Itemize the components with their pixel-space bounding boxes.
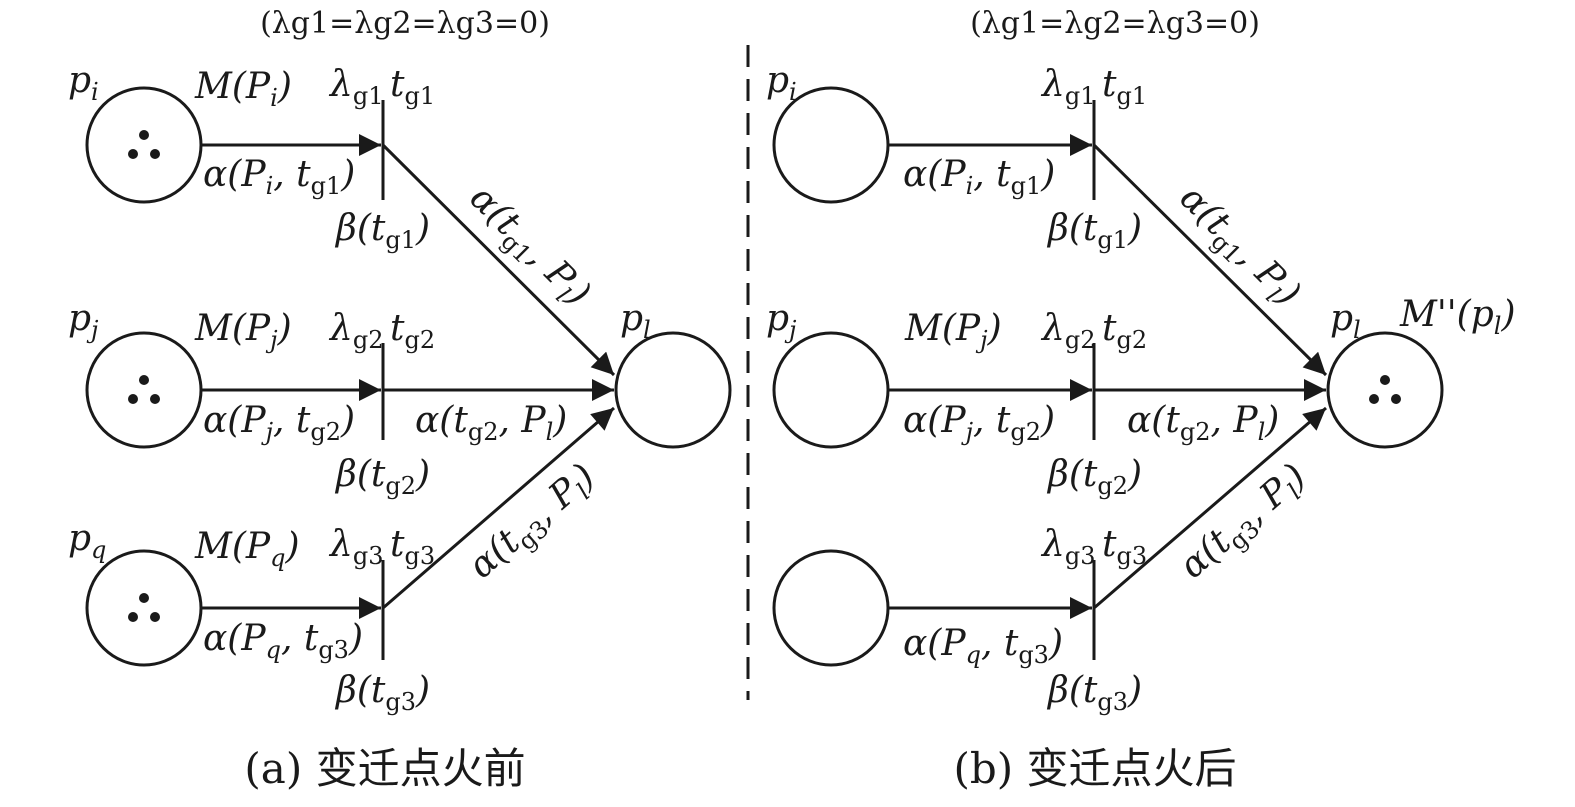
arc-label-pj-tg2: α(Pj, tg2): [903, 400, 1055, 446]
marking-pj: M(Pj): [194, 308, 292, 354]
marking-pl-after: M''(pl): [1399, 294, 1515, 340]
token: [150, 149, 160, 159]
beta-tg2-label: β(tg2): [334, 454, 430, 500]
token: [150, 612, 160, 622]
arc-label-tg2-pl: α(tg2, Pl): [415, 400, 567, 446]
place-pj-circle: [85, 331, 203, 449]
place-pl-label: pl: [620, 298, 651, 344]
marking-pj: M(Pj): [904, 308, 1002, 354]
arc-tg1-to-pl: [381, 143, 616, 377]
lambda-g3-label: λg3: [1040, 524, 1095, 570]
place-pl-label: pl: [1330, 298, 1361, 344]
tokens-pl: [1369, 375, 1401, 404]
transition-tg2-label: tg2: [390, 308, 435, 354]
token: [1391, 394, 1401, 404]
arc-label-pq-tg3: α(Pq, tg3): [903, 623, 1063, 669]
marking-pq: M(Pq): [194, 526, 300, 572]
place-pl-circle: [1326, 331, 1444, 449]
arc-tg1-to-pl: [1092, 143, 1328, 377]
lambda-g2-label: λg2: [1040, 308, 1095, 354]
beta-tg1-label: β(tg1): [1046, 208, 1142, 254]
arc-label-pq-tg3: α(Pq, tg3): [203, 618, 363, 664]
arc-label-pi-tg1: α(Pi, tg1): [903, 154, 1055, 200]
token: [139, 130, 149, 140]
arc-label-tg1-pl: α(tg1, Pl): [458, 177, 598, 317]
arc-label-pj-tg2: α(Pj, tg2): [203, 400, 355, 446]
place-pl-circle: [614, 331, 732, 449]
transition-tg1-label: tg1: [1102, 64, 1147, 110]
panel-before-firing: (λg1=λg2=λg3=0): [68, 6, 732, 793]
place-pj-label: pj: [68, 298, 99, 344]
arc-tg3-to-pl: [382, 406, 615, 610]
marking-pi: M(Pi): [194, 66, 292, 112]
lambda-g1-label: λg1: [328, 64, 383, 110]
tokens-pi: [128, 130, 160, 159]
arc-label-tg2-pl: α(tg2, Pl): [1127, 400, 1279, 446]
place-pq-circle: [772, 549, 890, 667]
place-pq-label: pq: [68, 518, 106, 564]
firing-condition-note: (λg1=λg2=λg3=0): [260, 6, 550, 41]
arc-tg3-to-pl: [1093, 406, 1327, 610]
transition-tg3-label: tg3: [390, 524, 435, 570]
transition-tg2-label: tg2: [1102, 308, 1147, 354]
caption-before: (a) 变迁点火前: [244, 744, 525, 793]
place-pi-label: pi: [68, 60, 99, 106]
beta-tg1-label: β(tg1): [334, 208, 430, 254]
place-pj-label: pj: [766, 298, 797, 344]
place-pj-circle: [772, 331, 890, 449]
token: [128, 149, 138, 159]
token: [128, 612, 138, 622]
place-pi-label: pi: [766, 60, 797, 106]
caption-after: (b) 变迁点火后: [953, 744, 1236, 793]
panel-after-firing: (λg1=λg2=λg3=0) pi pj pl M(Pj) M''(pl) λ…: [766, 6, 1515, 793]
tokens-pj: [128, 375, 160, 404]
place-pi-circle: [85, 86, 203, 204]
lambda-g3-label: λg3: [328, 524, 383, 570]
arc-label-pi-tg1: α(Pi, tg1): [203, 154, 355, 200]
lambda-g2-label: λg2: [328, 308, 383, 354]
token: [150, 394, 160, 404]
lambda-g1-label: λg1: [1040, 64, 1095, 110]
token: [128, 394, 138, 404]
beta-tg3-label: β(tg3): [334, 670, 430, 716]
token: [1369, 394, 1379, 404]
transition-tg3-label: tg3: [1102, 524, 1147, 570]
firing-condition-note: (λg1=λg2=λg3=0): [970, 6, 1260, 41]
token: [1380, 375, 1390, 385]
transition-tg1-label: tg1: [390, 64, 435, 110]
beta-tg2-label: β(tg2): [1046, 454, 1142, 500]
token: [139, 593, 149, 603]
token: [139, 375, 149, 385]
tokens-pq: [128, 593, 160, 622]
beta-tg3-label: β(tg3): [1046, 670, 1142, 716]
place-pq-circle: [85, 549, 203, 667]
arc-label-tg1-pl: α(tg1, Pl): [1168, 177, 1308, 317]
